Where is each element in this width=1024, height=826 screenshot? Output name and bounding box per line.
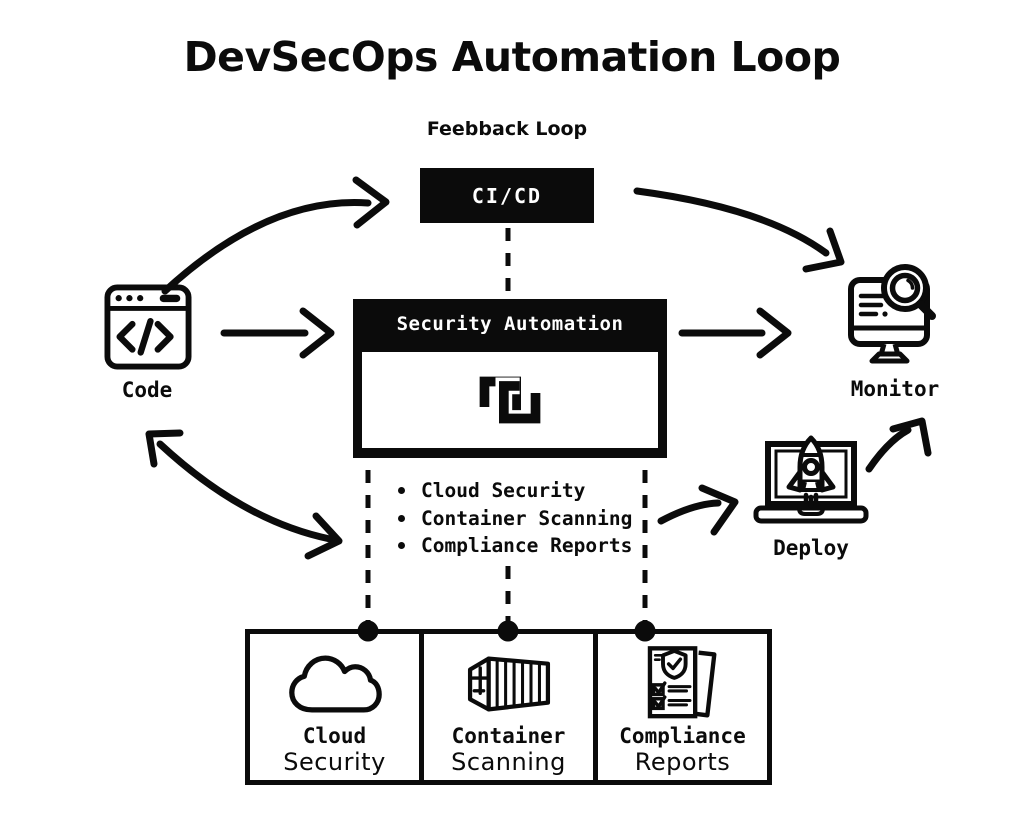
security-automation-body	[362, 352, 658, 448]
deploy-node	[752, 434, 870, 538]
box-label-line1: Compliance	[619, 724, 746, 748]
security-automation-bullet-list: Cloud Security Container Scanning Compli…	[390, 477, 632, 560]
list-item: Compliance Reports	[390, 532, 632, 560]
arrowhead	[304, 512, 343, 560]
arrowhead	[756, 307, 792, 359]
box-label-line1: Cloud	[302, 724, 367, 748]
list-item: Container Scanning	[390, 505, 632, 533]
shipping-container-icon	[467, 656, 550, 712]
pipeline-boxes: Cloud Security Container Scanning	[245, 629, 772, 785]
monitor-magnifier-icon	[848, 264, 936, 364]
box-label-line2: Reports	[634, 748, 731, 776]
arrow-cicd-to-monitor	[633, 187, 830, 257]
cicd-box: CI/CD	[420, 168, 594, 223]
icon-slot	[455, 648, 563, 720]
arrow-to-deploy	[657, 499, 722, 525]
arrow-loopback	[156, 440, 334, 543]
bullet-dot	[398, 487, 405, 495]
bullet-dot	[398, 514, 405, 522]
interlocked-links-icon	[479, 376, 544, 427]
laptop-rocket-icon	[753, 435, 869, 524]
box-label-line2: Security	[283, 748, 386, 776]
cloud-security-box: Cloud Security	[250, 634, 424, 780]
bullet-text: Cloud Security	[421, 479, 586, 503]
monitor-label: Monitor	[850, 377, 940, 401]
feedback-loop-label: Feebback Loop	[426, 118, 588, 140]
list-item: Cloud Security	[390, 477, 632, 505]
arrow-code-to-cicd	[161, 199, 372, 295]
box-label-line2: Scanning	[451, 748, 566, 776]
checklist-document-icon	[647, 646, 716, 719]
monitor-node	[845, 258, 945, 374]
bullet-text: Container Scanning	[421, 506, 633, 530]
arrowhead	[802, 227, 845, 273]
security-automation-box: Security Automation	[353, 299, 667, 458]
arrowhead	[698, 484, 739, 536]
arrowhead	[889, 417, 932, 457]
browser-code-icon	[104, 284, 192, 370]
box-label-line1: Container	[451, 724, 566, 748]
cicd-label: CI/CD	[471, 183, 543, 208]
container-scanning-box: Container Scanning	[424, 634, 598, 780]
arrow-deploy-to-monitor	[865, 426, 912, 473]
icon-slot	[287, 648, 383, 720]
deploy-label: Deploy	[773, 536, 849, 560]
code-node	[104, 284, 192, 374]
arrowhead	[299, 307, 335, 359]
icon-slot	[641, 646, 725, 720]
page-title: DevSecOps Automation Loop	[183, 33, 841, 81]
arrowhead	[352, 176, 390, 229]
cloud-icon	[288, 655, 382, 713]
arrowhead	[145, 429, 184, 468]
security-automation-title: Security Automation	[396, 313, 624, 335]
code-label: Code	[121, 378, 173, 402]
bullet-dot	[398, 542, 405, 550]
bullet-text: Compliance Reports	[421, 534, 633, 558]
compliance-reports-box: Compliance Reports	[598, 634, 767, 780]
